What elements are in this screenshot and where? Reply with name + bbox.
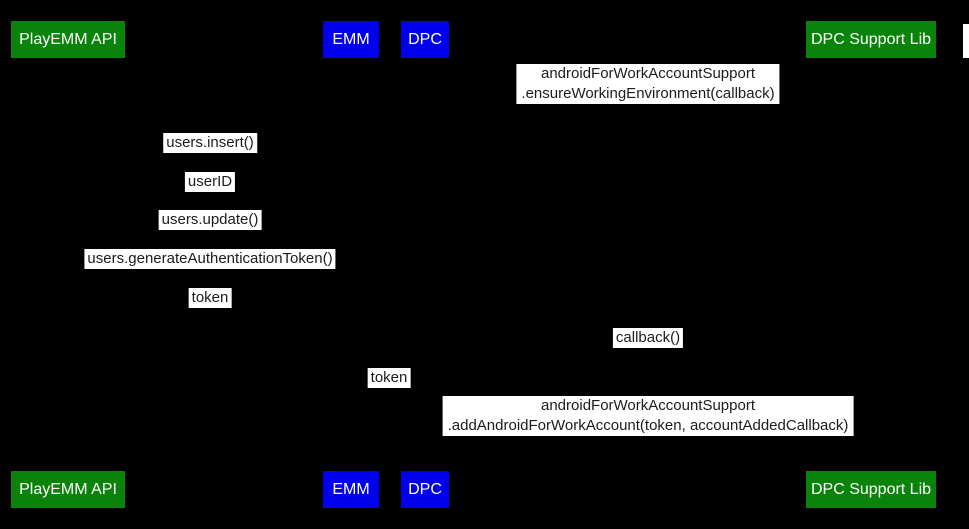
message-line-1: androidForWorkAccountSupport: [541, 397, 755, 414]
participant-playemm-api-top: PlayEMM API: [11, 21, 125, 58]
message-users-update: users.update(): [158, 210, 262, 230]
participant-dpc-support-lib-top: DPC Support Lib: [806, 21, 936, 58]
message-line-1: androidForWorkAccountSupport: [540, 65, 755, 82]
message-callback: callback(): [612, 328, 684, 348]
participant-emm-top: EMM: [323, 21, 379, 58]
participant-dpc-support-lib-bottom: DPC Support Lib: [806, 471, 936, 508]
message-users-insert: users.insert(): [163, 133, 257, 153]
message-token-to-emm: token: [188, 288, 232, 308]
message-line-2: .addAndroidForWorkAccount(token, account…: [447, 417, 849, 434]
message-generate-authentication-token: users.generateAuthenticationToken(): [84, 249, 336, 269]
participant-emm-bottom: EMM: [323, 471, 379, 508]
message-add-android-for-work-account: androidForWorkAccountSupport .addAndroid…: [442, 396, 854, 436]
message-line-2: .ensureWorkingEnvironment(callback): [521, 85, 775, 102]
right-edge-scrollbar-fragment[interactable]: [963, 24, 969, 58]
message-user-id: userID: [184, 172, 236, 192]
message-ensure-working-environment: androidForWorkAccountSupport .ensureWork…: [516, 64, 780, 104]
participant-dpc-bottom: DPC: [401, 471, 449, 508]
participant-playemm-api-bottom: PlayEMM API: [11, 471, 125, 508]
message-token-to-dpc: token: [367, 368, 411, 388]
participant-dpc-top: DPC: [401, 21, 449, 58]
